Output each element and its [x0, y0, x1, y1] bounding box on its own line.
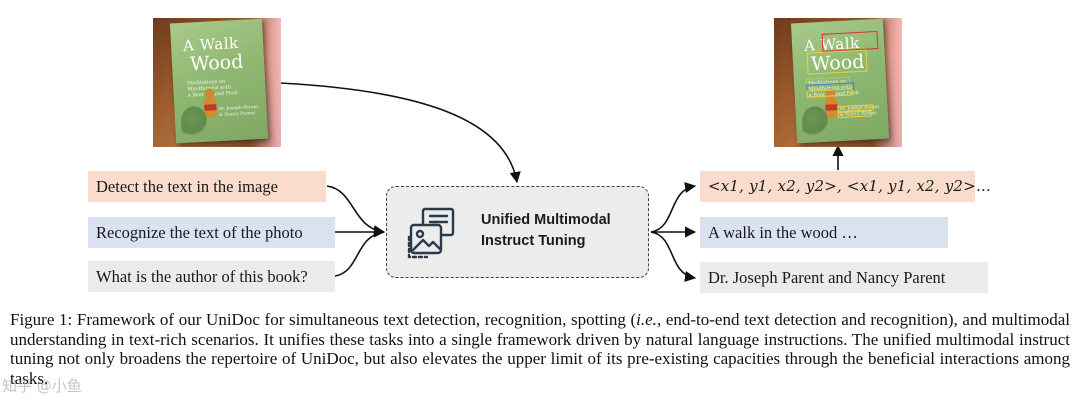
- prompt-detect-text: Detect the text in the image: [88, 171, 326, 202]
- caption-italic: i.e.: [636, 310, 657, 329]
- prompt-author-question: What is the author of this book?: [88, 261, 335, 292]
- prompt-author-question-label: What is the author of this book?: [96, 267, 308, 286]
- book-title-line2: Wood: [189, 50, 244, 76]
- caption-part1: Figure 1: Framework of our UniDoc for si…: [10, 310, 637, 329]
- arrow-detect-to-model: [326, 185, 386, 237]
- caption-part2: , end-to-end text detection and recognit…: [10, 310, 1070, 388]
- answer-author: Dr. Joseph Parent and Nancy Parent: [700, 262, 988, 293]
- detection-box-title-line2: [806, 49, 868, 75]
- book-cover: A Walk Wood Meditations on Mindfulness w…: [169, 18, 269, 144]
- arrow-model-to-author-answer: [650, 231, 697, 283]
- figure-caption: Figure 1: Framework of our UniDoc for si…: [10, 310, 1070, 388]
- answer-recognized-text: A walk in the wood …: [700, 217, 948, 248]
- detection-box-title-line1: [821, 30, 879, 52]
- book-cover-detected: A Walk Wood Meditations on Mindfulness w…: [790, 18, 890, 144]
- arrow-photo-to-model: [279, 82, 521, 184]
- answer-recognized-text-label: A walk in the wood …: [708, 223, 858, 242]
- arrow-model-to-detect-answer: [650, 181, 697, 233]
- book-authors: Dr. Joseph Parent & Nancy Parent: [218, 104, 259, 118]
- answer-author-label: Dr. Joseph Parent and Nancy Parent: [708, 268, 946, 287]
- arrow-author-to-model: [334, 231, 385, 277]
- unified-multimodal-instruct-tuning-box: Unified Multimodal Instruct Tuning: [386, 186, 649, 278]
- prompt-recognize-text: Recognize the text of the photo: [88, 217, 335, 248]
- prompt-recognize-text-label: Recognize the text of the photo: [96, 223, 303, 242]
- prompt-detect-text-label: Detect the text in the image: [96, 177, 278, 196]
- answer-detect-coordinates-label: <x1, y1, x2, y2>, <x1, y1, x2, y2>…: [708, 177, 992, 195]
- tree-illustration: [180, 105, 208, 138]
- output-book-photo: A Walk Wood Meditations on Mindfulness w…: [774, 18, 902, 147]
- image-document-icon: [407, 207, 455, 259]
- tree-illustration: [801, 105, 829, 138]
- detection-box-author-2: [837, 110, 872, 119]
- watermark: 知乎 @小鱼: [2, 377, 82, 395]
- answer-detect-coordinates: <x1, y1, x2, y2>, <x1, y1, x2, y2>…: [700, 171, 991, 202]
- central-box-label: Unified Multimodal Instruct Tuning: [481, 212, 611, 249]
- input-book-photo: A Walk Wood Meditations on Mindfulness w…: [153, 18, 281, 147]
